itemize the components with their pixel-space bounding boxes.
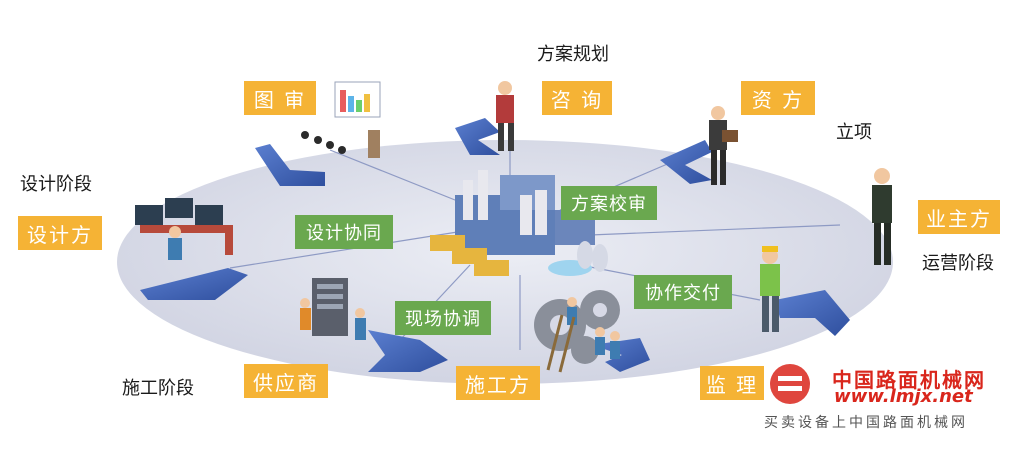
phase-approval: 立项	[836, 122, 872, 143]
arrow-owner-to-supervisor	[775, 290, 850, 336]
phase-planning: 方案规划	[537, 44, 609, 65]
arrow-consult-to-investor	[660, 140, 712, 184]
supplier-illustration	[300, 278, 366, 340]
role-supplier: 供应商	[244, 364, 328, 398]
role-contractor: 施工方	[456, 366, 540, 400]
review-meeting-illustration	[301, 81, 381, 158]
phase-construction: 施工阶段	[122, 378, 194, 399]
role-designer: 设计方	[18, 216, 102, 250]
watermark-name: 中国路面机械网	[832, 368, 986, 392]
role-investor: 资 方	[741, 81, 815, 115]
watermark-url: www.lmjx.net	[834, 386, 973, 407]
watermark-logo	[770, 364, 810, 404]
activity-site-coord: 现场协调	[395, 301, 491, 335]
role-owner: 业主方	[918, 200, 1000, 234]
role-drawing-review: 图 审	[244, 81, 316, 115]
phase-operation: 运营阶段	[922, 253, 994, 274]
design-workstation-illustration	[135, 198, 233, 260]
activity-collab-delivery: 协作交付	[634, 275, 732, 309]
owner-figure	[872, 168, 892, 265]
flow-arrows	[140, 118, 850, 372]
arrow-review-to-consult	[455, 118, 500, 155]
arrow-supplier-to-contractor	[368, 330, 448, 372]
activity-plan-review: 方案校审	[561, 186, 657, 220]
consultant-figure	[496, 81, 514, 151]
role-supervisor: 监 理	[700, 366, 764, 400]
arrow-design-to-review	[255, 144, 325, 186]
phase-design: 设计阶段	[20, 174, 92, 195]
watermark-slogan: 买卖设备上中国路面机械网	[764, 415, 968, 431]
investor-figure	[709, 106, 738, 185]
activity-design-collab: 设计协同	[295, 215, 393, 249]
supervisor-figure	[760, 246, 780, 332]
workers-figures	[546, 297, 620, 373]
role-consulting: 咨 询	[542, 81, 612, 115]
arrow-designer-to-supplier	[140, 268, 248, 300]
arrow-contractor-to-site	[592, 338, 650, 372]
